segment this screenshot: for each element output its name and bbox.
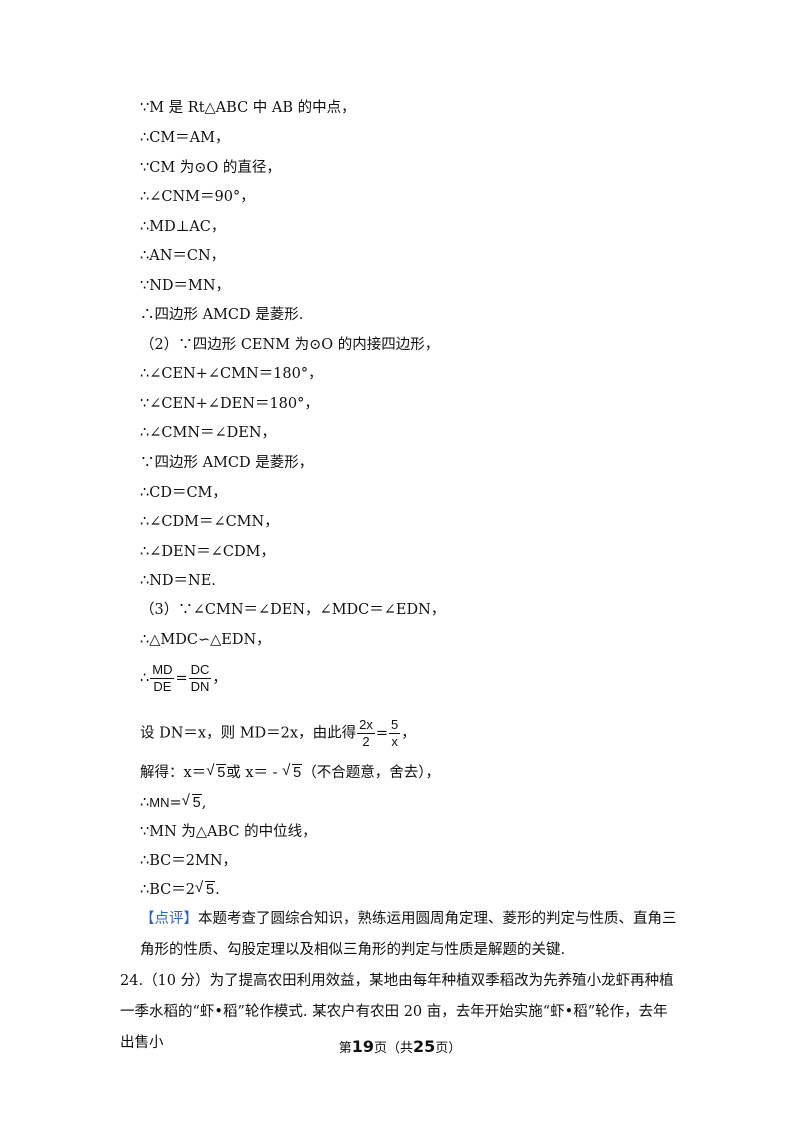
proof-line: ∴AN＝CN， xyxy=(140,248,226,264)
question-24: 24.（10 分）为了提高农田利用效益，某地由每年种植双季稻改为先养殖小龙虾再种… xyxy=(120,966,680,1059)
proof-line: （3）∵∠CMN＝∠DEN，∠MDC＝∠EDN， xyxy=(140,602,446,618)
question-text: 为了提高农田利用效益，某地由每年种植双季稻改为先养殖小龙虾再种植一季水稻的“虾•… xyxy=(120,973,674,1051)
sqrt-expression: √5 xyxy=(282,762,303,781)
bc-result-line: ∴BC＝2√5. xyxy=(140,879,220,898)
sqrt-expression: √5 xyxy=(194,879,216,898)
proof-line: ∴∠DEN＝∠CDM， xyxy=(140,544,275,560)
proof-line: ∵ND＝MN， xyxy=(140,278,231,294)
comment-paragraph: 【点评】本题考查了圆综合知识，熟练运用圆周角定理、菱形的判定与性质、直角三角形的… xyxy=(140,911,677,958)
proof-line: ∵∠CEN+∠DEN＝180°， xyxy=(140,396,319,412)
question-number: 24. xyxy=(120,973,144,989)
proof-line: ∴∠CMN＝∠DEN， xyxy=(140,425,277,441)
proof-line: （2）∵四边形 CENM 为⊙O 的内接四边形， xyxy=(140,337,440,353)
sqrt-expression: √5 xyxy=(181,792,202,811)
comment-label: 【点评】 xyxy=(140,911,198,927)
proof-line: ∴△MDC∽△EDN， xyxy=(140,632,271,648)
proof-line: ∴∠CDM＝∠CMN， xyxy=(140,514,279,530)
proof-line: ∴四边形 AMCD 是菱形. xyxy=(140,307,304,323)
proof-line: ∴CD＝CM， xyxy=(140,485,227,501)
page-footer: 第19页（共25页） xyxy=(338,1037,462,1056)
mn-line: ∴MN=√5, xyxy=(140,792,207,811)
solve-line: 解得：x＝√5或 x＝ - √5（不合题意，舍去）， xyxy=(140,762,440,781)
proof-line: ∵四边形 AMCD 是菱形， xyxy=(140,455,314,471)
proof-line: ∴∠CEN+∠CMN＝180°， xyxy=(140,366,323,382)
proof-line: ∵M 是 Rt△ABC 中 AB 的中点， xyxy=(140,100,356,116)
proof-line: ∴MD⊥AC， xyxy=(140,219,226,235)
page-number: 19 xyxy=(351,1037,374,1056)
sqrt-expression: √5 xyxy=(206,762,227,781)
question-score: （10 分） xyxy=(143,973,210,989)
proof-line: ∴BC＝2MN， xyxy=(140,853,238,869)
proof-line: ∴ND＝NE. xyxy=(140,573,216,589)
proof-line: ∴CM＝AM， xyxy=(140,130,230,146)
page-total: 25 xyxy=(413,1037,436,1056)
proof-line: ∴∠CNM＝90°， xyxy=(140,189,255,205)
proof-line: ∵CM 为⊙O 的直径， xyxy=(140,160,281,176)
proof-line: ∵MN 为△ABC 的中位线， xyxy=(140,824,317,840)
